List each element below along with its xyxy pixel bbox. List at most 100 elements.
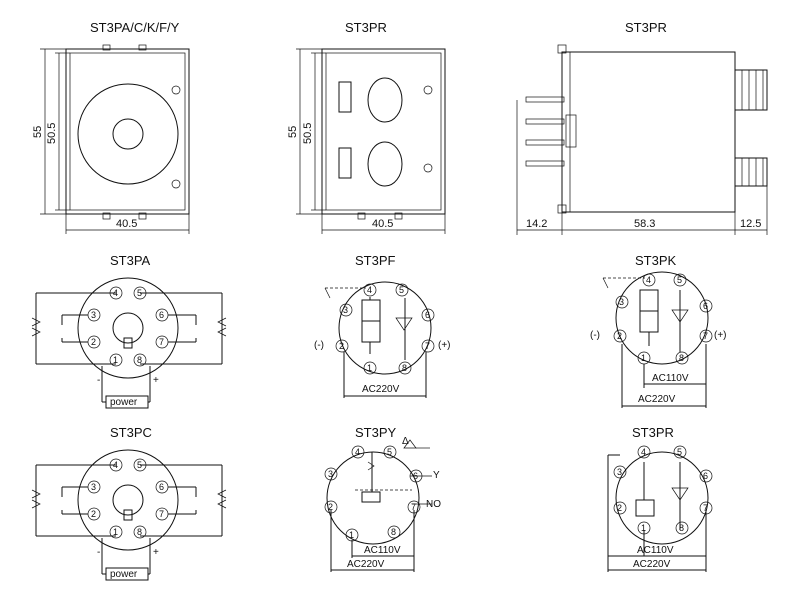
pk-pos-label: (+) xyxy=(714,330,727,341)
pin-5: 5 xyxy=(673,445,687,459)
py-no-label: NO xyxy=(426,499,441,510)
pin-2: 2 xyxy=(87,507,101,521)
pins-st3pf: 4 5 3 6 2 7 1 8 xyxy=(335,283,435,375)
pk-ac220-label: AC220V xyxy=(638,394,676,405)
svg-text:3: 3 xyxy=(91,310,96,320)
pin-3: 3 xyxy=(615,295,629,309)
svg-text:5: 5 xyxy=(399,285,404,295)
svg-text:5: 5 xyxy=(137,288,142,298)
pin-8: 8 xyxy=(398,361,412,375)
wiring-st3pk: (-) (+) AC110V AC220V xyxy=(590,271,727,408)
pf-pos-label: (+) xyxy=(438,340,451,351)
pins-st3pk: 4 5 3 6 2 7 1 8 xyxy=(613,273,713,365)
pr-ac110-label: AC110V xyxy=(637,545,674,556)
svg-text:2: 2 xyxy=(339,341,344,351)
svg-text:6: 6 xyxy=(425,310,430,320)
pin-8: 8 xyxy=(387,525,401,539)
svg-text:5: 5 xyxy=(137,460,142,470)
title-wiring-py: ST3PY xyxy=(355,425,397,440)
pin-4: 4 xyxy=(351,445,365,459)
wiring-st3pa: power - + xyxy=(31,277,227,409)
svg-text:4: 4 xyxy=(355,447,360,457)
dim-height-outer-a: 55 xyxy=(32,126,44,138)
pin-3: 3 xyxy=(339,303,353,317)
svg-text:4: 4 xyxy=(646,275,651,285)
pin-1: 1 xyxy=(345,528,359,542)
pin-2: 2 xyxy=(613,501,627,515)
svg-text:4: 4 xyxy=(113,460,118,470)
svg-text:2: 2 xyxy=(91,337,96,347)
pin-5: 5 xyxy=(395,283,409,297)
pin-3: 3 xyxy=(87,308,101,322)
pin-4: 4 xyxy=(109,286,123,300)
pin-3: 3 xyxy=(87,480,101,494)
pin-6: 6 xyxy=(155,308,169,322)
wiring-st3py: Δ Y NO AC110V AC220V xyxy=(326,436,441,572)
pin-3: 3 xyxy=(613,465,627,479)
power-label-pc: power xyxy=(110,569,138,580)
wiring-st3pf: (-) (+) AC220V xyxy=(314,281,451,398)
svg-text:5: 5 xyxy=(677,447,682,457)
dim-height-inner-r: 50.5 xyxy=(302,123,314,144)
svg-text:4: 4 xyxy=(367,285,372,295)
svg-text:6: 6 xyxy=(159,482,164,492)
svg-text:8: 8 xyxy=(137,355,142,365)
wiring-st3pr: AC110V AC220V xyxy=(607,451,709,572)
pf-ac220-label: AC220V xyxy=(362,384,400,395)
side-view-r: 14.2 58.3 12.5 xyxy=(516,44,768,235)
pin-4: 4 xyxy=(642,273,656,287)
pin-8: 8 xyxy=(675,521,689,535)
py-ac220-label: AC220V xyxy=(347,559,385,570)
pin-7: 7 xyxy=(155,335,169,349)
pin-1: 1 xyxy=(637,351,651,365)
svg-text:1: 1 xyxy=(113,355,118,365)
title-front-a: ST3PA/C/K/F/Y xyxy=(90,20,180,35)
svg-text:6: 6 xyxy=(703,471,708,481)
pin-7: 7 xyxy=(407,500,421,514)
pin-5: 5 xyxy=(133,286,147,300)
dim-height-outer-r: 55 xyxy=(287,126,299,138)
pin-4: 4 xyxy=(637,445,651,459)
title-wiring-pc: ST3PC xyxy=(110,425,152,440)
pin-7: 7 xyxy=(699,501,713,515)
pin-7: 7 xyxy=(421,339,435,353)
svg-text:8: 8 xyxy=(679,523,684,533)
py-y-label: Y xyxy=(433,470,440,481)
title-side-r: ST3PR xyxy=(625,20,667,35)
svg-text:7: 7 xyxy=(425,341,430,351)
svg-text:2: 2 xyxy=(328,502,333,512)
pin-3: 3 xyxy=(324,467,338,481)
pins-st3pr: 4 5 3 6 2 7 1 8 xyxy=(613,445,713,535)
dim-width-r: 40.5 xyxy=(372,218,393,230)
svg-text:1: 1 xyxy=(641,353,646,363)
dim-pin-length: 14.2 xyxy=(526,218,547,230)
svg-text:6: 6 xyxy=(159,310,164,320)
svg-text:1: 1 xyxy=(349,530,354,540)
svg-text:3: 3 xyxy=(91,482,96,492)
front-view-r: 55 50.5 40.5 xyxy=(287,48,446,234)
pins-st3py: 4 5 3 6 2 7 1 8 xyxy=(324,445,423,542)
svg-text:2: 2 xyxy=(91,509,96,519)
pin-4: 4 xyxy=(363,283,377,297)
svg-text:6: 6 xyxy=(703,301,708,311)
pin-5: 5 xyxy=(133,458,147,472)
pin-2: 2 xyxy=(613,329,627,343)
dim-body-length: 58.3 xyxy=(634,218,655,230)
svg-text:6: 6 xyxy=(413,471,418,481)
svg-text:3: 3 xyxy=(328,469,333,479)
svg-text:4: 4 xyxy=(113,288,118,298)
svg-text:3: 3 xyxy=(617,467,622,477)
pin-2: 2 xyxy=(335,339,349,353)
pin-6: 6 xyxy=(699,469,713,483)
minus-label-pa: - xyxy=(97,375,100,386)
pin-6: 6 xyxy=(409,469,423,483)
svg-text:7: 7 xyxy=(703,331,708,341)
svg-text:8: 8 xyxy=(137,527,142,537)
svg-text:3: 3 xyxy=(343,305,348,315)
svg-text:8: 8 xyxy=(402,363,407,373)
pr-ac220-label: AC220V xyxy=(633,559,671,570)
pin-8: 8 xyxy=(133,525,147,539)
title-wiring-pf: ST3PF xyxy=(355,253,396,268)
pin-6: 6 xyxy=(155,480,169,494)
pk-ac110-label: AC110V xyxy=(652,373,689,384)
